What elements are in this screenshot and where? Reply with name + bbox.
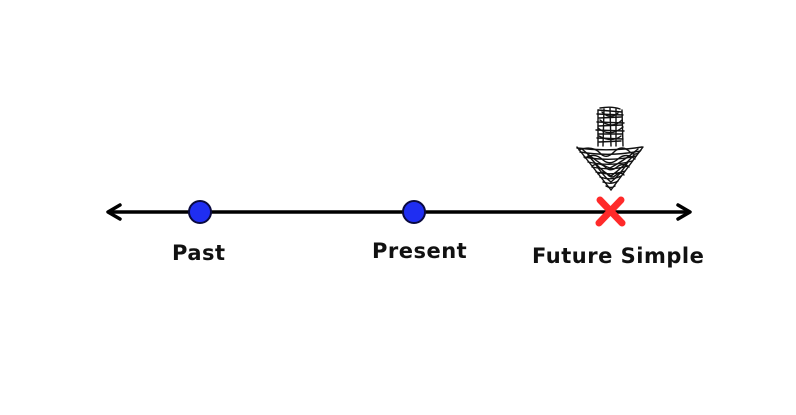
left-arrowhead-icon: [106, 203, 122, 221]
past-dot: [188, 200, 212, 224]
scribble-down-arrow-icon: [576, 106, 644, 192]
future-cross-icon: [595, 196, 626, 227]
present-dot: [402, 200, 426, 224]
past-label: Past: [172, 241, 226, 265]
right-arrowhead-icon: [676, 203, 692, 221]
present-label: Present: [372, 239, 468, 263]
future-simple-label: Future Simple: [532, 244, 705, 268]
